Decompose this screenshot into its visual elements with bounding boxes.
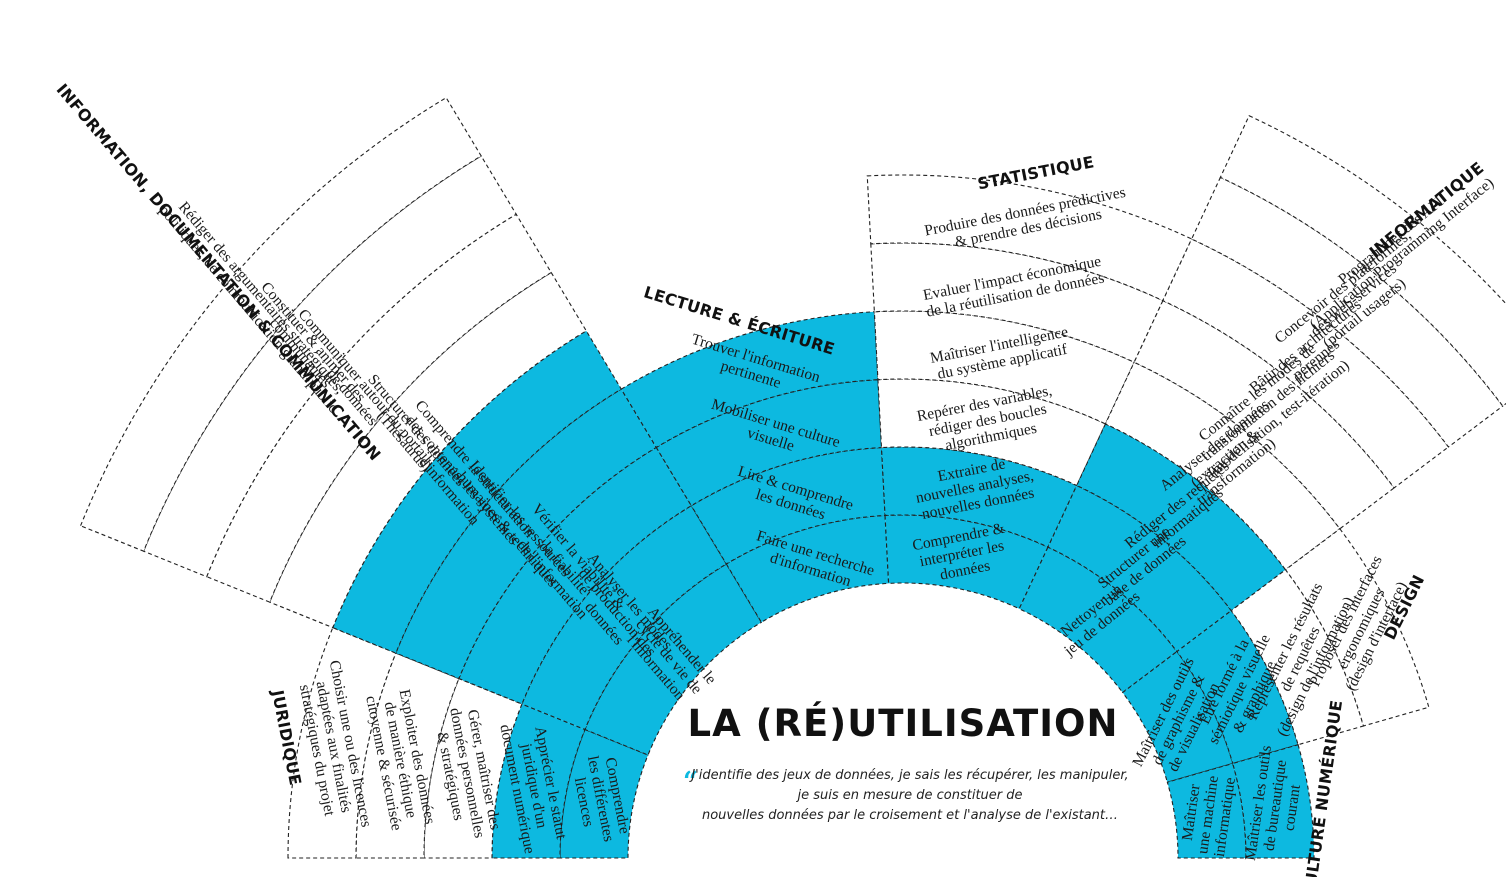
segment-text-line: courant xyxy=(1281,783,1304,832)
main-title: LA (RÉ)UTILISATION xyxy=(688,701,1119,745)
segment-1-1 xyxy=(559,728,649,859)
segment-2-5 xyxy=(332,330,623,654)
quote-line-2: je suis en mesure de constituer de xyxy=(795,788,1022,803)
quote-line-3: nouvelles données par le croisement et l… xyxy=(702,808,1118,823)
segment-4-5 xyxy=(870,242,1164,363)
segment-7-2 xyxy=(1232,744,1315,859)
segment-5-1 xyxy=(1018,546,1178,694)
segment-5-8 xyxy=(1219,115,1506,407)
segment-6-1 xyxy=(1121,650,1234,783)
sector-title-4: STATISTIQUE xyxy=(976,152,1096,193)
quote-mark: “ xyxy=(683,767,698,797)
segments-layer xyxy=(79,96,1506,859)
segment-1-5 xyxy=(287,626,397,859)
segment-2-8 xyxy=(142,155,517,578)
segment-6-4 xyxy=(1284,528,1430,727)
segment-2-7 xyxy=(205,213,552,603)
segment-2-1 xyxy=(584,563,763,756)
segment-1-3 xyxy=(423,677,523,859)
segment-2-9 xyxy=(79,96,482,552)
segment-3-1 xyxy=(725,514,890,624)
segment-6-3 xyxy=(1230,568,1365,746)
quote-line-1: J'identifie des jeux de données, je sais… xyxy=(688,768,1128,783)
segment-5-5 xyxy=(1133,299,1395,530)
segment-5-7 xyxy=(1190,176,1504,448)
segment-4-1 xyxy=(884,514,1049,610)
